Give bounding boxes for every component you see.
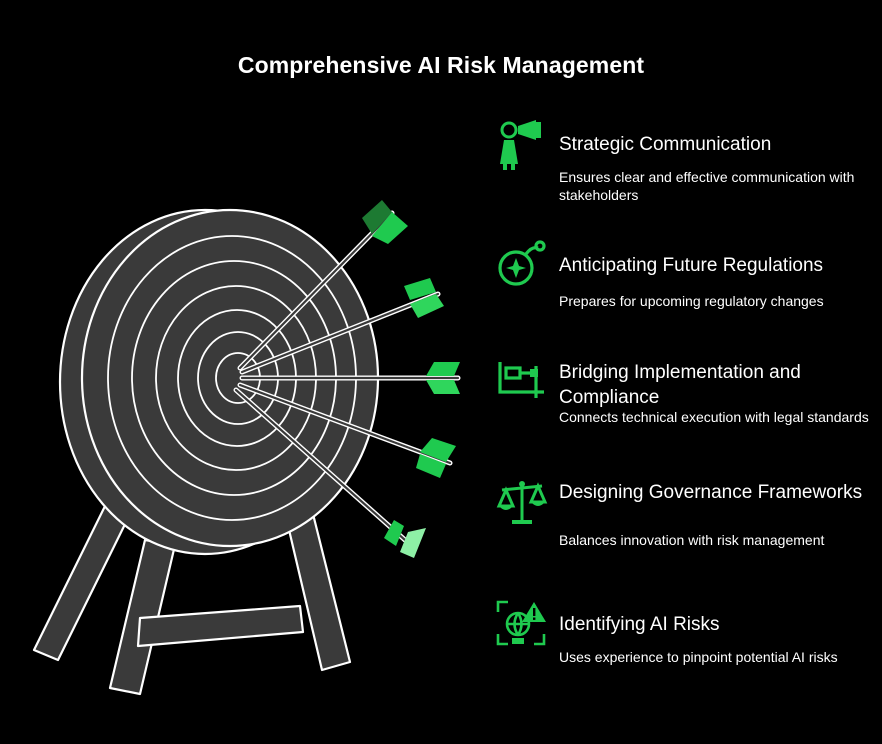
item-heading: Strategic Communication — [559, 134, 772, 155]
arrow-fletching-4 — [416, 438, 456, 478]
arrow-fletching-1 — [362, 200, 408, 244]
item-description: Prepares for upcoming regulatory changes — [559, 293, 824, 309]
item-description: Connects technical execution with legal … — [559, 409, 869, 425]
item-description: Balances innovation with risk management — [559, 532, 825, 548]
item-heading: Bridging Implementation and Compliance — [559, 362, 801, 408]
arrow-fletching-5 — [384, 520, 426, 558]
compass-bomb-icon — [498, 240, 546, 286]
stand-crossbar — [136, 604, 305, 648]
item-heading: Anticipating Future Regulations — [559, 255, 824, 276]
item-description: Uses experience to pinpoint potential AI… — [559, 649, 838, 665]
pipeline-connector-icon — [498, 362, 544, 398]
arrow-fletching-2 — [404, 278, 444, 318]
item-description: Ensures clear and effective communicatio… — [559, 169, 855, 203]
megaphone-person-icon — [500, 120, 541, 170]
globe-warning-icon — [496, 600, 546, 646]
balance-scale-icon — [496, 481, 548, 524]
item-heading: Designing Governance Frameworks — [559, 482, 863, 503]
stand-leg-left — [32, 498, 134, 662]
item-heading: Identifying AI Risks — [559, 614, 720, 635]
page-title: Comprehensive AI Risk Management — [237, 52, 645, 78]
arrow-fletching-3 — [426, 362, 460, 394]
